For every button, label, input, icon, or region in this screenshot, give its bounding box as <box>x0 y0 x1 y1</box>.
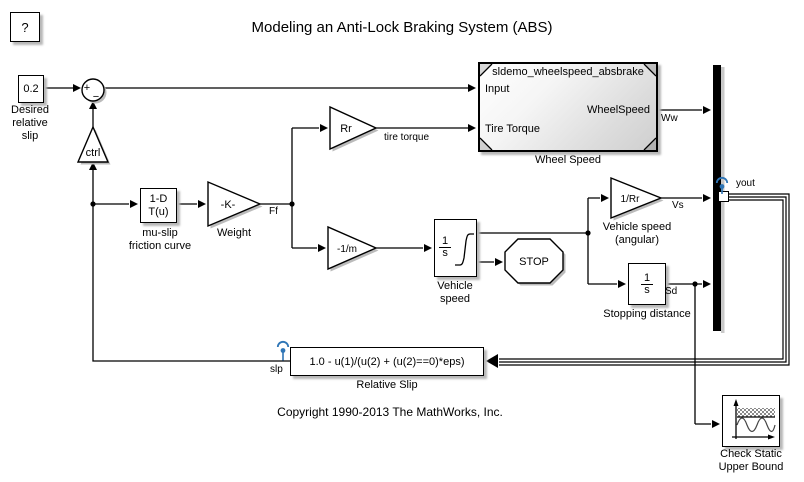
signal-label-sd: Sd <box>665 286 678 297</box>
rr-gain-text: Rr <box>340 123 352 135</box>
integrator-fraction: 1 s <box>439 236 452 259</box>
arrowhead <box>495 258 503 266</box>
signal-label-ww: Ww <box>661 113 678 124</box>
saturation-integrator-icon <box>455 233 474 266</box>
arrowhead <box>712 420 720 428</box>
relative-slip-fcn-block[interactable]: 1.0 - u(1)/(u(2) + (u(2)==0)*eps) <box>290 347 484 376</box>
desired-slip-label: Desired relative slip <box>11 104 49 142</box>
inv-rr-gain-block[interactable] <box>610 176 663 220</box>
diagram-title: Modeling an Anti-Lock Braking System (AB… <box>251 19 553 36</box>
mu-slip-lookup-block[interactable]: 1-D T(u) <box>140 188 177 223</box>
lookup-line1: 1-D <box>149 193 168 205</box>
wheel-speed-port-tire-torque: Tire Torque <box>485 123 541 135</box>
arrowhead <box>703 194 711 202</box>
signal-label-vs: Vs <box>672 200 684 211</box>
stopping-distance-label: Stopping distance <box>603 308 691 320</box>
lookup-line2: T(u) <box>148 206 169 218</box>
mux-block[interactable] <box>713 65 721 331</box>
weight-gain-text: -K- <box>221 199 236 211</box>
sum-plus-sign: + <box>84 82 90 94</box>
signal-label-slp: slp <box>270 364 283 375</box>
neg-inv-mass-text: -1/m <box>337 244 357 255</box>
arrowhead-vector <box>486 354 498 368</box>
relative-slip-label: Relative Slip <box>356 379 418 391</box>
upper-bound-check-icon <box>732 399 776 440</box>
stopping-numerator: 1 <box>640 272 654 285</box>
copyright-annotation: Copyright 1990-2013 The MathWorks, Inc. <box>277 405 503 419</box>
arrowhead <box>318 244 326 252</box>
wheel-speed-label: Wheel Speed <box>534 154 602 166</box>
relative-slip-expression: 1.0 - u(1)/(u(2) + (u(2)==0)*eps) <box>309 355 465 368</box>
sum-block[interactable] <box>81 78 105 102</box>
ctrl-gain-text: ctrl <box>86 147 101 159</box>
arrowhead <box>703 280 711 288</box>
stop-simulation-block[interactable] <box>504 238 564 284</box>
branch-dot <box>585 230 591 236</box>
integrator-numerator: 1 <box>439 236 452 248</box>
inv-rr-label: Vehicle speed (angular) <box>602 221 672 246</box>
arrowhead <box>468 84 476 92</box>
inv-rr-text: 1/Rr <box>621 194 641 205</box>
check-static-upper-bound-block[interactable] <box>722 395 780 447</box>
arrowhead <box>424 244 432 252</box>
arrowhead <box>320 124 328 132</box>
arrowhead <box>468 124 476 132</box>
stopping-distance-integrator-block[interactable]: 1 s <box>628 263 666 305</box>
signal-label-tire-torque: tire torque <box>384 132 430 143</box>
rr-gain-block[interactable] <box>329 105 378 151</box>
ctrl-gain-block[interactable] <box>76 125 110 163</box>
wheel-speed-subsystem-block[interactable]: sldemo_wheelspeed_absbrake Input Tire To… <box>478 62 658 152</box>
arrowhead <box>601 194 609 202</box>
wire-sd-branch[interactable] <box>666 283 711 425</box>
arrowhead <box>198 200 206 208</box>
help-block-text: ? <box>21 19 29 35</box>
desired-slip-value: 0.2 <box>23 83 39 95</box>
branch-dot <box>289 201 295 207</box>
wire-slp-feedback[interactable] <box>92 169 290 362</box>
wheel-speed-model-name: sldemo_wheelspeed_absbrake <box>492 66 644 78</box>
wire-yout-vector-outer[interactable] <box>499 193 790 366</box>
wire-vehicle-speed-branch[interactable] <box>477 197 617 285</box>
arrowhead <box>703 106 711 114</box>
sum-minus-sign: − <box>93 91 99 103</box>
vehicle-speed-integrator-block[interactable]: 1 s <box>434 219 477 277</box>
wheel-speed-port-wheelspeed: WheelSpeed <box>587 104 650 116</box>
mux-output-port <box>718 191 729 202</box>
branch-dot <box>90 201 96 207</box>
signal-label-yout: yout <box>736 178 755 189</box>
wire-yout-vector-middle[interactable] <box>499 196 787 363</box>
arrowhead <box>130 200 138 208</box>
weight-gain-block[interactable] <box>207 180 262 228</box>
stopping-denominator: s <box>644 283 650 296</box>
arrowhead <box>618 280 626 288</box>
mu-slip-label: mu-slip friction curve <box>128 227 192 252</box>
signal-label-ff: Ff <box>269 206 278 217</box>
check-static-upper-bound-label: Check Static Upper Bound <box>718 448 784 473</box>
neg-inv-mass-gain-block[interactable] <box>327 225 378 271</box>
desired-slip-constant-block[interactable]: 0.2 <box>18 75 44 103</box>
branch-dot <box>692 281 698 287</box>
weight-label: Weight <box>216 227 252 239</box>
stop-text: STOP <box>519 256 549 268</box>
integrator-denominator: s <box>442 247 448 259</box>
model-block-corner-notches <box>480 64 656 150</box>
help-block[interactable]: ? <box>10 12 40 42</box>
arrowhead <box>89 101 97 109</box>
arrowhead <box>73 84 81 92</box>
wheel-speed-port-input: Input <box>485 83 510 95</box>
signal-logging-badge-slp <box>276 340 290 361</box>
wire-ff-branch[interactable] <box>260 127 319 249</box>
wire-yout-vector-inner[interactable] <box>499 199 784 360</box>
signal-logging-badge-yout <box>715 176 729 194</box>
stopping-fraction: 1 s <box>640 272 654 296</box>
vehicle-speed-label: Vehicle speed <box>437 280 473 305</box>
arrowhead <box>89 162 97 170</box>
